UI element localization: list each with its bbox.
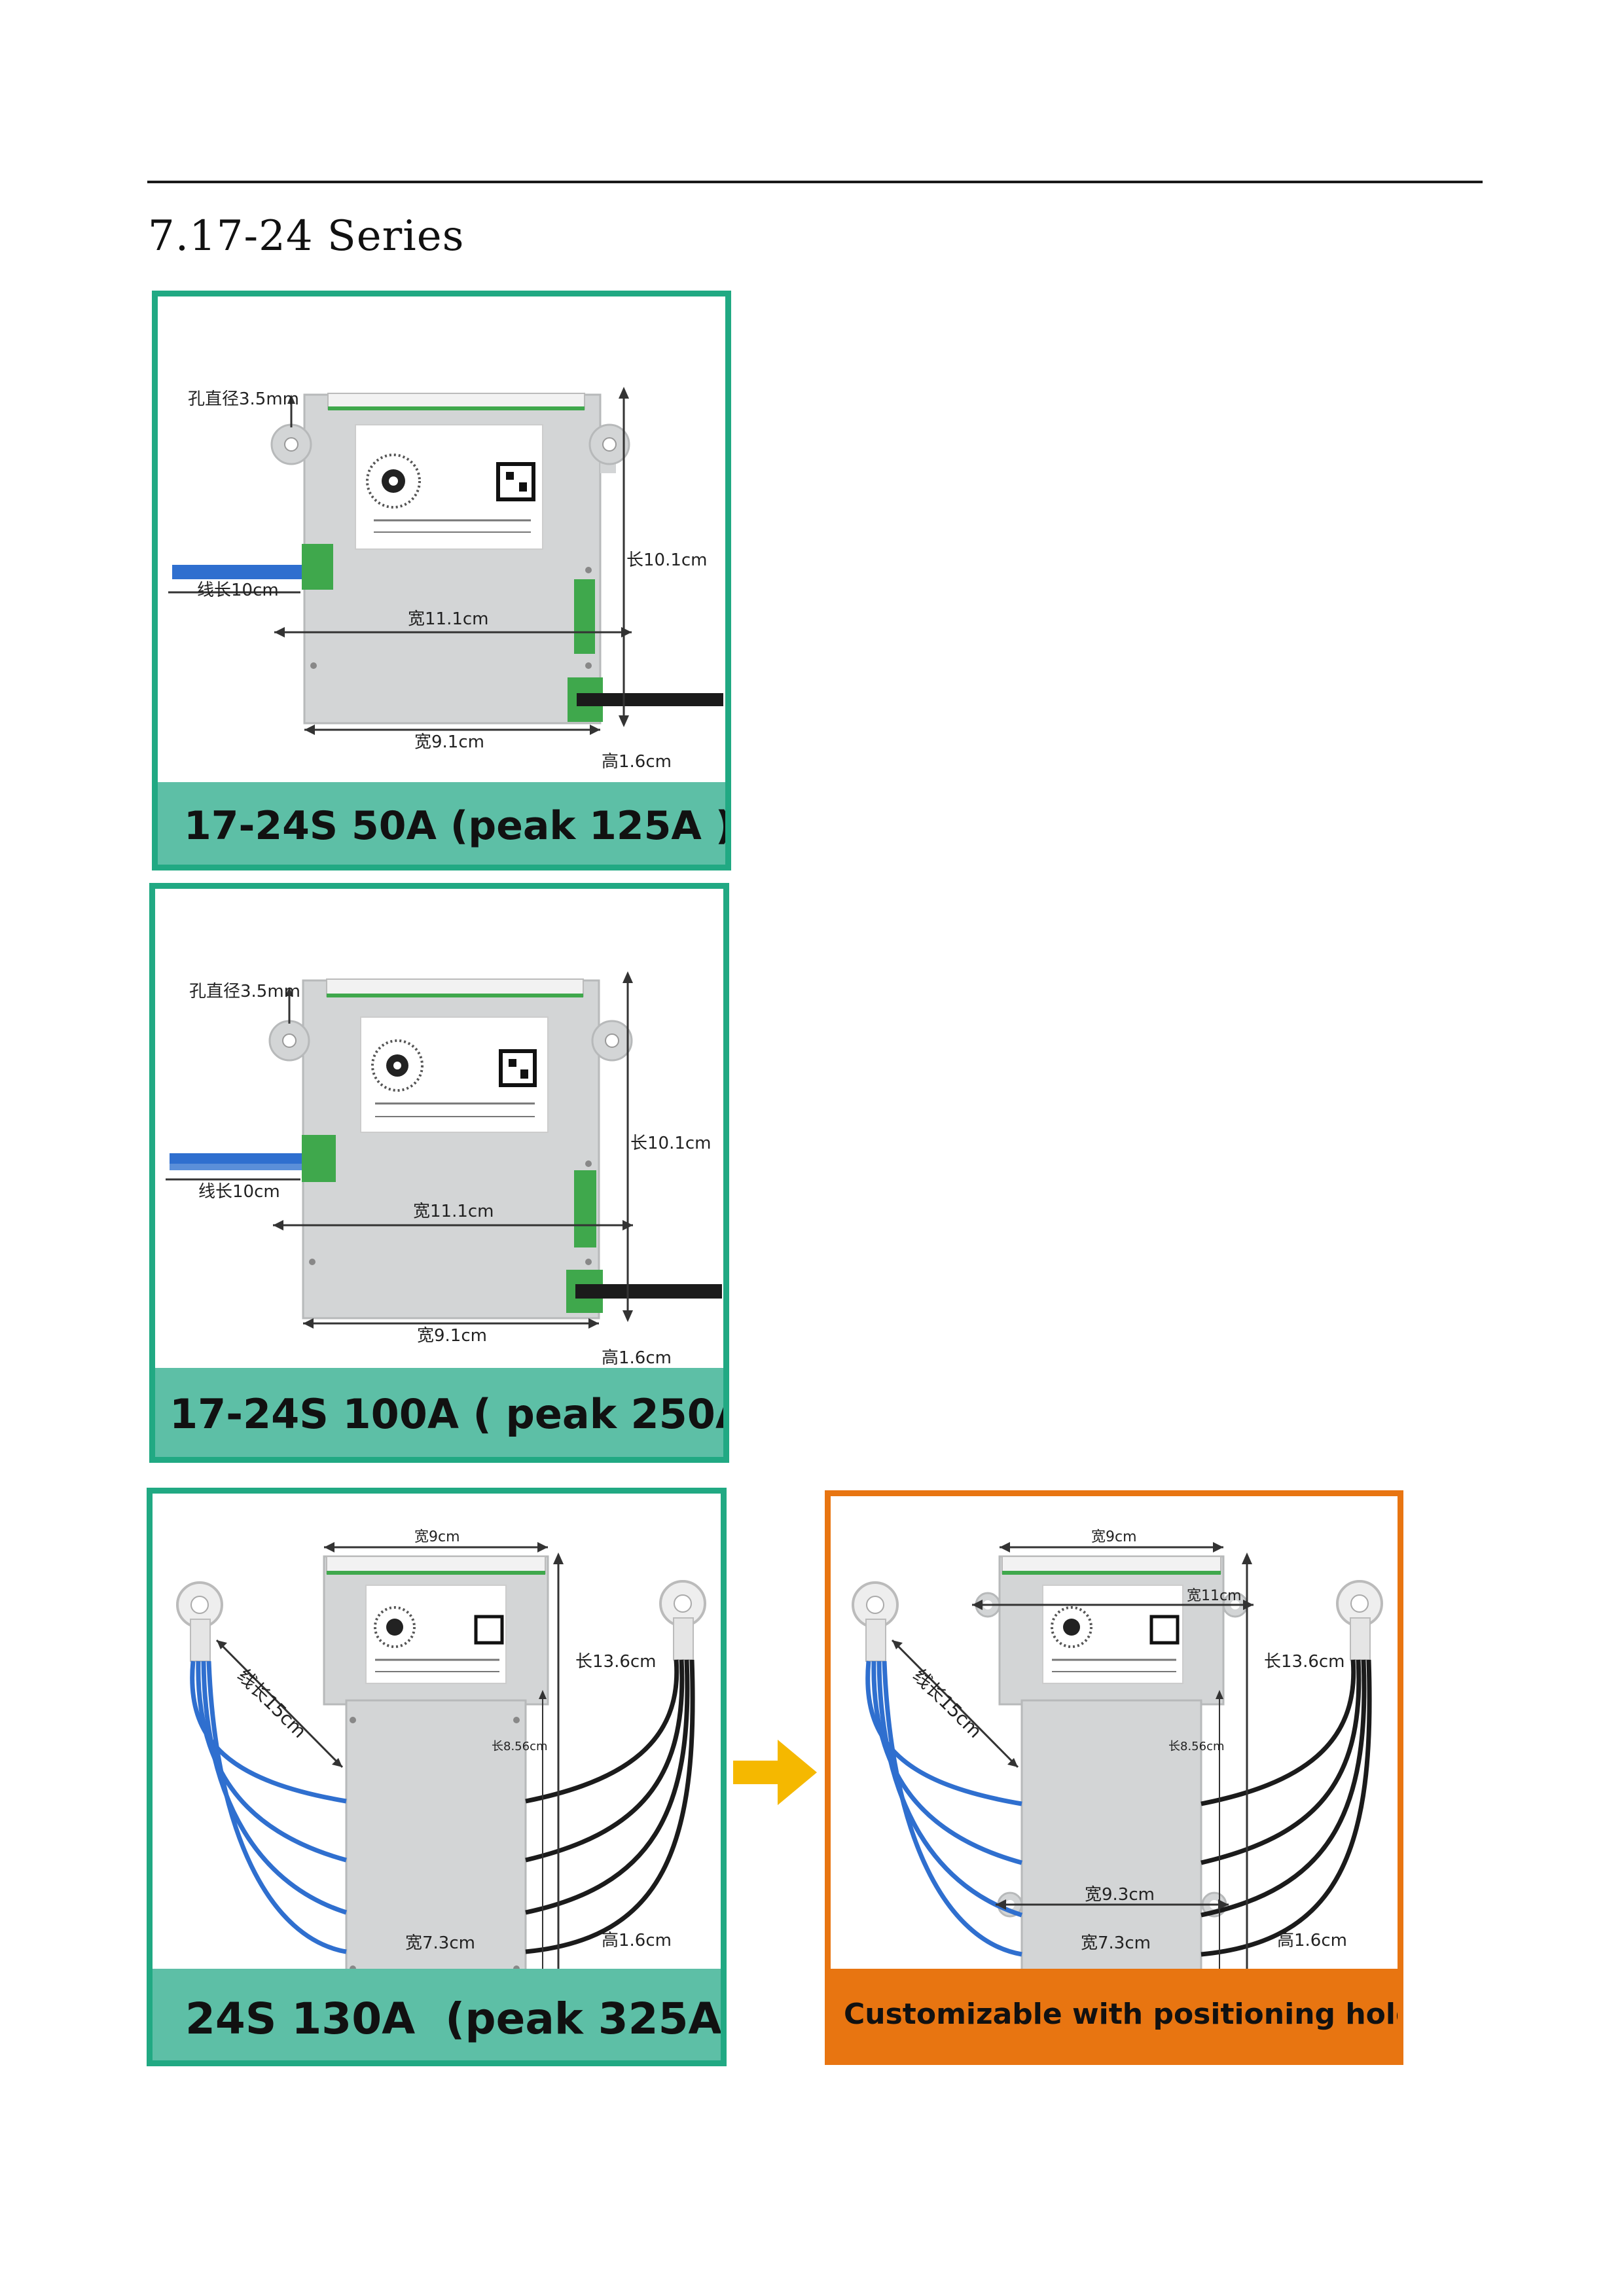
caption-bar: 17-24S 100A ( peak 250A ) [155,1368,723,1457]
dim-length: 长10.1cm [626,550,708,570]
balance-connector [1001,1556,1221,1574]
black-wires [1200,1659,1372,1957]
dim-length: 长13.6cm [1264,1652,1345,1672]
arrow-right-icon [733,1740,817,1805]
caption-bar: Customizable with positioning holes [831,1969,1398,2059]
bms-panel-custom: 宽9cm 宽11cm 线长15cm 长13.6cm 长8.56cm 宽9.3cm… [825,1490,1403,2065]
header-rule [147,181,1483,183]
qr-code [499,1049,537,1087]
blue-wires [865,1660,1023,1957]
dim-bottom-width: 宽7.3cm [405,1933,475,1953]
bms-100a-diagram [166,971,722,1329]
dim-bottom-width: 宽7.3cm [1081,1933,1151,1953]
model-caption: Customizable with positioning holes [844,1998,1403,2031]
dim-height: 高1.6cm [1277,1931,1347,1950]
dim-outer-width: 宽11.1cm [413,1202,494,1221]
green-connector-left [302,1135,336,1182]
model-caption: 17-24S 100A ( peak 250A ) [170,1390,729,1438]
board-lower [345,1699,527,1991]
dim-inner-width: 宽9.1cm [417,1326,487,1346]
model-caption: 24S 130A (peak 325A ) [185,1994,727,2044]
black-wire [577,693,723,706]
green-connector-right [574,579,595,654]
dim-wire-length: 线长10cm [197,581,279,600]
dim-inner-width: 宽9.1cm [414,732,484,752]
dim-inner-length: 长8.56cm [492,1740,548,1753]
dim-hole-bottom-width: 宽9.3cm [1085,1885,1155,1905]
qr-code [474,1615,504,1645]
dim-top-width: 宽9cm [1091,1529,1137,1545]
caption-bar: 17-24S 50A (peak 125A ) [158,782,725,865]
balance-connector [326,1556,546,1574]
qr-code [496,462,535,501]
dim-top-width: 宽9cm [414,1529,460,1545]
dim-hole-diameter: 孔直径3.5mm [189,982,301,1001]
bms-panel-50a: 孔直径3.5mm 线长10cm 宽11.1cm 宽9.1cm 长10.1cm 高… [152,291,731,870]
bms-custom-diagram [852,1542,1383,2008]
dim-length: 长13.6cm [575,1652,657,1672]
green-connector-left [302,544,333,590]
bms-panel-130a: 宽9cm 线长15cm 长13.6cm 长8.56cm 宽7.3cm 高1.6c… [147,1488,727,2066]
section-heading: 7.17-24 Series [148,212,465,260]
black-wire [575,1284,722,1299]
dim-height: 高1.6cm [602,752,672,772]
model-caption: 17-24S 50A (peak 125A ) [184,803,731,849]
dim-hole-width: 宽11cm [1187,1588,1242,1604]
bms-130a-diagram [176,1542,706,2009]
board-lower [1020,1699,1202,1994]
green-connector-right [574,1170,596,1247]
dim-height: 高1.6cm [602,1931,672,1950]
qr-code [1149,1615,1180,1645]
dim-outer-width: 宽11.1cm [408,609,489,629]
caption-bar: 24S 130A (peak 325A ) [153,1969,721,2060]
dim-hole-diameter: 孔直径3.5mm [188,389,300,409]
dim-wire-length: 线长10cm [198,1182,280,1202]
black-wires [525,1659,695,1954]
blue-wire [172,565,303,579]
dim-height: 高1.6cm [602,1348,672,1368]
dim-length: 长10.1cm [630,1134,712,1153]
dim-inner-length: 长8.56cm [1168,1740,1225,1753]
bms-50a-diagram [168,387,723,735]
blue-wires [190,1660,348,1954]
bms-panel-100a: 孔直径3.5mm 线长10cm 宽11.1cm 宽9.1cm 长10.1cm 高… [149,883,729,1463]
